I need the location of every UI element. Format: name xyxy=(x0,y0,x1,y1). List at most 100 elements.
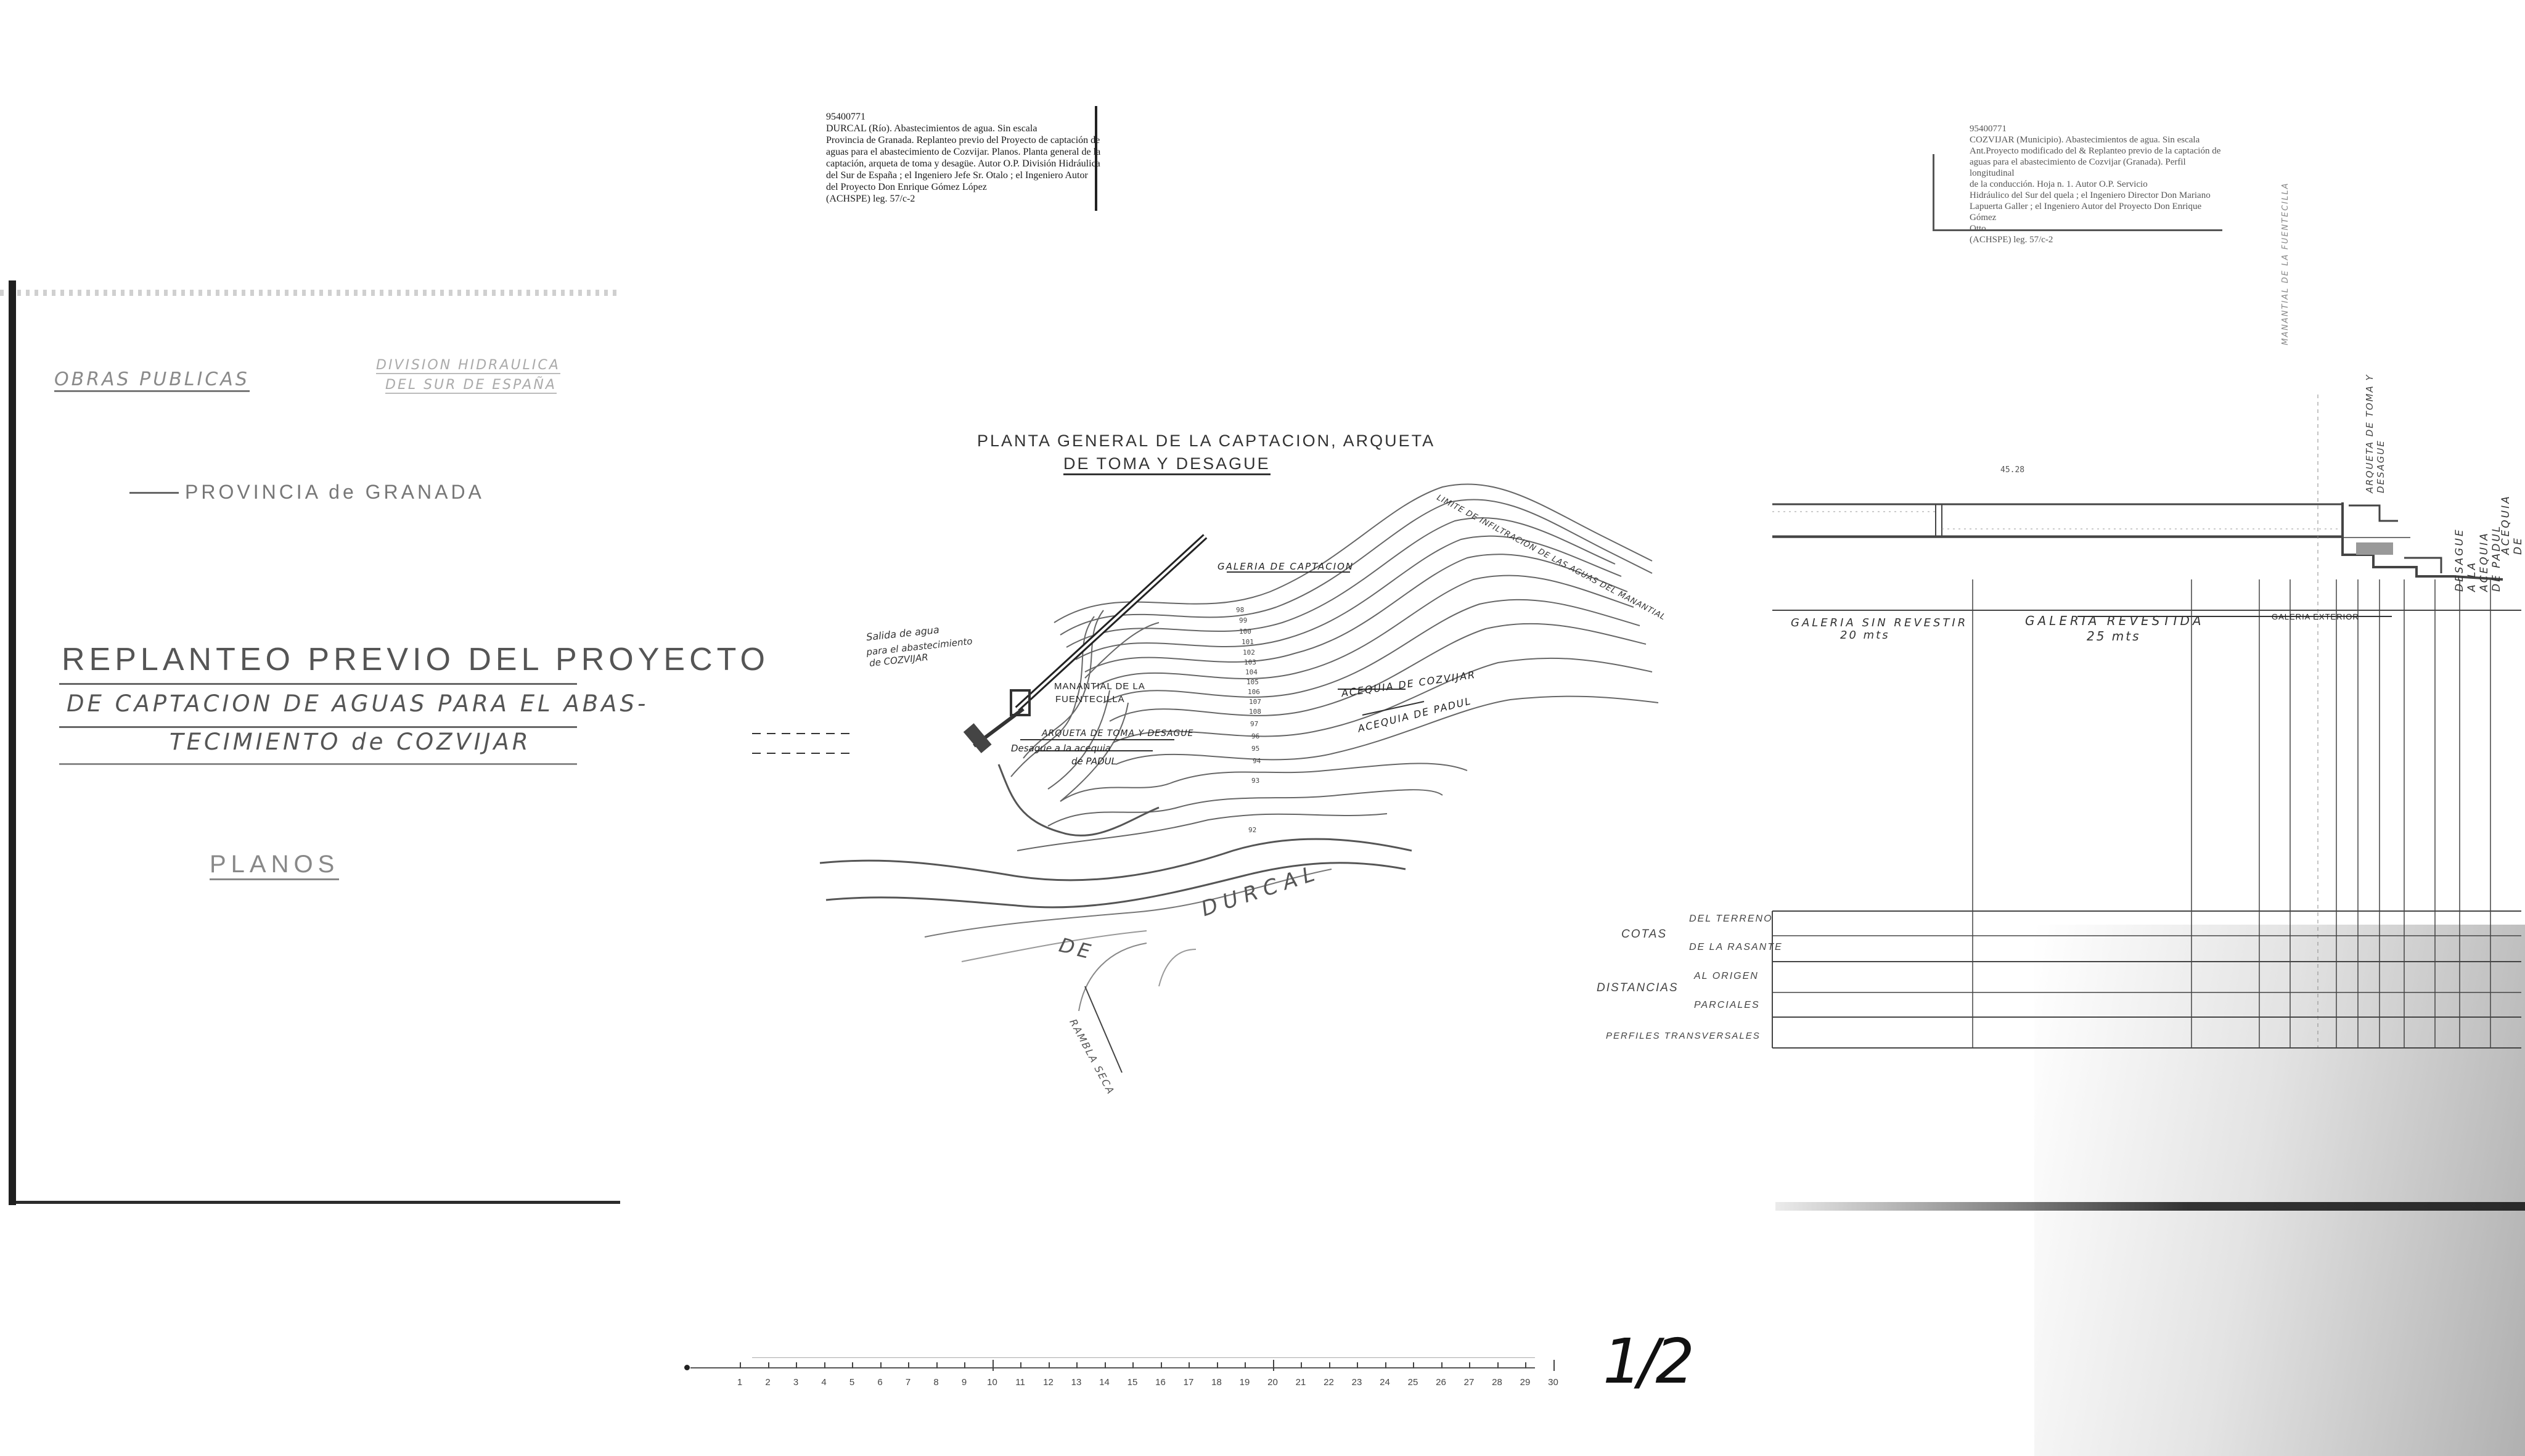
row-cotas: COTAS xyxy=(1621,928,1668,941)
catalog-line: DURCAL (Río). Abastecimientos de agua. S… xyxy=(826,123,1037,134)
province-title: PROVINCIA de GRANADA xyxy=(185,481,485,503)
scale-tick xyxy=(1160,1362,1162,1368)
scale-line xyxy=(690,1367,1535,1368)
scale-tick-label: 16 xyxy=(1155,1377,1166,1388)
scale-tick xyxy=(1104,1362,1106,1368)
contour-label: 92 xyxy=(1248,826,1257,834)
scale-tick-label: 14 xyxy=(1099,1377,1110,1388)
contour-label: 102 xyxy=(1243,648,1255,656)
scale-tick-label: 5 xyxy=(849,1377,855,1388)
scale-tick-label: 27 xyxy=(1463,1377,1475,1388)
scale-tick-label: 28 xyxy=(1492,1377,1502,1388)
catalog-line: (ACHSPE) leg. 57/c-2 xyxy=(826,194,915,204)
catalog-line: del Sur de España ; el Ingeniero Jefe Sr… xyxy=(826,170,1088,181)
row-al-origen: AL ORIGEN xyxy=(1694,971,1759,981)
row-de-la-rasante: DE LA RASANTE xyxy=(1689,942,1783,952)
scale-tick xyxy=(1245,1362,1246,1368)
vertical-label-manantial: MANANTIAL DE LA FUENTECILLA xyxy=(2281,182,2290,346)
scale-tick xyxy=(1328,1362,1330,1368)
label-desague-1: Desague a la acequia xyxy=(1011,743,1111,754)
scale-tick-label: 24 xyxy=(1380,1377,1390,1388)
catalog-label-durcal: 95400771 DURCAL (Río). Abastecimientos d… xyxy=(826,111,1103,205)
section-revestida-len: 25 mts xyxy=(2087,629,2141,644)
scale-tick xyxy=(796,1362,797,1368)
catalog-line: del Proyecto Don Enrique Gómez López xyxy=(826,182,987,192)
scale-tick-label: 20 xyxy=(1267,1377,1278,1388)
scale-tick xyxy=(1301,1362,1302,1368)
title-line-3: TECIMIENTO de COZVIJAR xyxy=(170,729,531,755)
scale-tick xyxy=(852,1362,853,1368)
scale-tick xyxy=(740,1362,741,1368)
sheet-border xyxy=(16,1201,620,1204)
catalog-label-cozvijar: 95400771 COZVIJAR (Municipio). Abastecim… xyxy=(1970,123,2228,245)
scale-tick xyxy=(824,1362,825,1368)
scale-tick-label: 3 xyxy=(793,1377,799,1388)
catalog-line: Provincia de Granada. Replanteo previo d… xyxy=(826,135,1100,145)
scale-tick-label: 12 xyxy=(1043,1377,1054,1388)
catalog-line: 95400771 xyxy=(1970,124,2007,134)
gallery-pipe xyxy=(963,534,1208,753)
scale-tick xyxy=(1441,1362,1443,1368)
scale-tick xyxy=(880,1362,882,1368)
catalog-line: Lapuerta Galler ; el Ingeniero Autor del… xyxy=(1970,202,2202,223)
scale-tick xyxy=(1469,1362,1470,1368)
scale-tick xyxy=(936,1362,938,1368)
profile-drawing xyxy=(1772,395,2521,1049)
scale-tick-label: 30 xyxy=(1548,1377,1558,1388)
contour-label: 105 xyxy=(1246,678,1259,686)
label-rule xyxy=(1933,229,2222,231)
plan-drawing xyxy=(752,483,1659,1073)
scale-tick-label: 19 xyxy=(1239,1377,1250,1388)
scale-tick xyxy=(1076,1362,1078,1368)
header-obras-publicas: OBRAS PUBLICAS xyxy=(54,369,250,392)
scale-tick xyxy=(1272,1360,1274,1371)
sheet-border xyxy=(9,280,16,1205)
scale-tick-label: 13 xyxy=(1071,1377,1082,1388)
row-distancias: DISTANCIAS xyxy=(1597,981,1679,994)
scale-tick xyxy=(1189,1362,1190,1368)
vertical-label-acequia: ACEQUIA DE PADUL xyxy=(2500,494,2525,555)
sheet-edge-band xyxy=(0,290,616,296)
scale-tick xyxy=(1020,1362,1021,1368)
contour-label: 97 xyxy=(1250,720,1259,728)
catalog-line: aguas para el abastecimiento de Cozvijar… xyxy=(1970,157,2186,178)
scale-tick xyxy=(1132,1362,1134,1368)
title-line-1: REPLANTEO PREVIO DEL PROYECTO xyxy=(62,642,769,677)
sheet-shading xyxy=(2034,925,2525,1456)
catalog-line: aguas para el abastecimiento de Cozvijar… xyxy=(826,147,1101,157)
scale-tick xyxy=(1525,1362,1526,1368)
scale-tick xyxy=(1048,1362,1050,1368)
plan-title-2: DE TOMA Y DESAGUE xyxy=(1063,454,1271,475)
scale-tick-label: 17 xyxy=(1183,1377,1194,1388)
scale-tick xyxy=(992,1360,994,1371)
scale-line-upper xyxy=(752,1357,1535,1358)
header-division-1: DIVISION HIDRAULICA xyxy=(376,358,560,374)
scale-tick-label: 9 xyxy=(961,1377,967,1388)
contour-label: 103 xyxy=(1244,658,1256,666)
scale-tick-label: 26 xyxy=(1436,1377,1446,1388)
catalog-line: Hidráulico del Sur del quela ; el Ingeni… xyxy=(1970,190,2211,200)
label-divider xyxy=(1933,154,1934,231)
sheet-number: 1/2 xyxy=(1603,1325,1695,1397)
row-parciales: PARCIALES xyxy=(1694,1000,1760,1010)
contour-label: 99 xyxy=(1239,616,1248,624)
section-sin-revestir: GALERIA SIN REVESTIR xyxy=(1791,616,1968,629)
contour-label: 96 xyxy=(1251,732,1260,740)
scale-tick xyxy=(1497,1362,1499,1368)
scale-tick xyxy=(964,1362,965,1368)
contour-label: 93 xyxy=(1251,777,1260,785)
contour-label: 94 xyxy=(1253,757,1261,765)
scale-tick xyxy=(1553,1360,1555,1371)
scale-tick xyxy=(908,1362,909,1368)
scale-tick-label: 25 xyxy=(1407,1377,1418,1388)
scale-tick-label: 18 xyxy=(1211,1377,1222,1388)
contour-label: 106 xyxy=(1248,688,1260,696)
province-dash xyxy=(129,492,179,494)
scale-tick-label: 4 xyxy=(821,1377,827,1388)
catalog-line: 95400771 xyxy=(826,112,866,122)
contour-label: 101 xyxy=(1242,638,1254,646)
scale-tick-label: 6 xyxy=(877,1377,883,1388)
label-galeria-captacion: GALERIA DE CAPTACION xyxy=(1217,561,1354,572)
section-revestida: GALERIA REVESTIDA xyxy=(2025,613,2204,628)
